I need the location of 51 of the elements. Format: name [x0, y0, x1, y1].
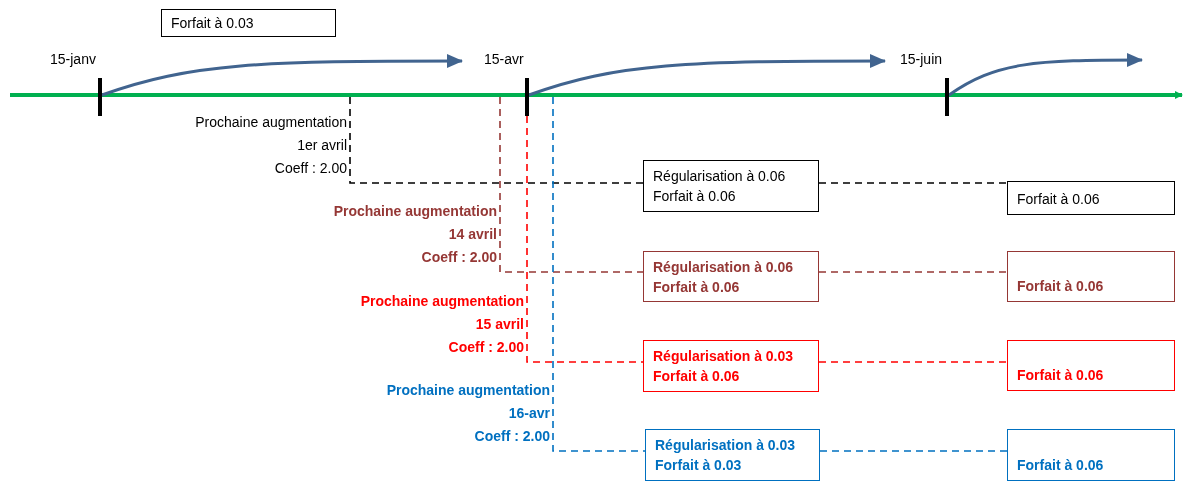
- box-text: Forfait à 0.06: [653, 277, 741, 297]
- text-box: [643, 251, 819, 302]
- text-box: [1007, 181, 1175, 215]
- dashed-connector: [818, 271, 1008, 273]
- annotation-text: Prochaine augmentation: [360, 292, 524, 311]
- date-label: 15-juin: [900, 50, 943, 69]
- box-text: Forfait à 0.03: [171, 14, 255, 33]
- dashed-connector: [819, 450, 1008, 452]
- text-box: [643, 340, 819, 392]
- curved-arrow: [528, 54, 886, 97]
- tick-mark: [525, 78, 529, 116]
- box-text: Forfait à 0.06: [1017, 366, 1105, 385]
- annotation-text: 15 avril: [475, 315, 524, 334]
- box-text: Forfait à 0.06: [653, 367, 741, 386]
- text-box: [1007, 429, 1175, 481]
- dashed-connector: [552, 96, 646, 452]
- annotation-text: Coeff : 2.00: [421, 248, 497, 267]
- curved-arrow: [948, 53, 1143, 97]
- annotation-text: Coeff : 2.00: [474, 427, 550, 446]
- dashed-connector: [818, 361, 1008, 363]
- box-text: Régularisation à 0.03: [653, 347, 795, 366]
- text-box: [645, 429, 820, 481]
- annotation-text: Prochaine augmentation: [333, 202, 497, 221]
- dashed-connector: [526, 115, 644, 363]
- box-text: Régularisation à 0.03: [655, 436, 797, 455]
- annotation-text: Prochaine augmentation: [386, 381, 550, 400]
- annotation-text: 14 avril: [448, 225, 497, 244]
- date-label: 15-avr: [484, 50, 524, 69]
- tick-mark: [98, 78, 102, 116]
- curved-arrow: [101, 54, 463, 97]
- annotation-text: 1er avril: [297, 136, 347, 155]
- box-text: Forfait à 0.03: [655, 456, 743, 475]
- dashed-connector: [499, 96, 644, 273]
- text-box: [1007, 340, 1175, 391]
- box-text: Forfait à 0.06: [1017, 456, 1105, 475]
- box-text: Forfait à 0.06: [1017, 190, 1101, 209]
- text-box: [643, 160, 819, 212]
- tick-mark: [945, 78, 949, 116]
- annotation-text: Coeff : 2.00: [274, 159, 347, 178]
- text-box: [161, 9, 336, 37]
- date-label: 15-janv: [50, 50, 96, 69]
- box-text: Régularisation à 0.06: [653, 257, 795, 277]
- box-text: Régularisation à 0.06: [653, 167, 787, 186]
- text-box: [1007, 251, 1175, 302]
- annotation-text: Prochaine augmentation: [195, 113, 347, 132]
- dashed-connector: [349, 96, 644, 184]
- box-text: Forfait à 0.06: [1017, 277, 1105, 296]
- dashed-connector: [818, 182, 1008, 184]
- annotation-text: 16-avr: [508, 404, 550, 423]
- box-text: Forfait à 0.06: [653, 187, 737, 206]
- annotation-text: Coeff : 2.00: [448, 338, 524, 357]
